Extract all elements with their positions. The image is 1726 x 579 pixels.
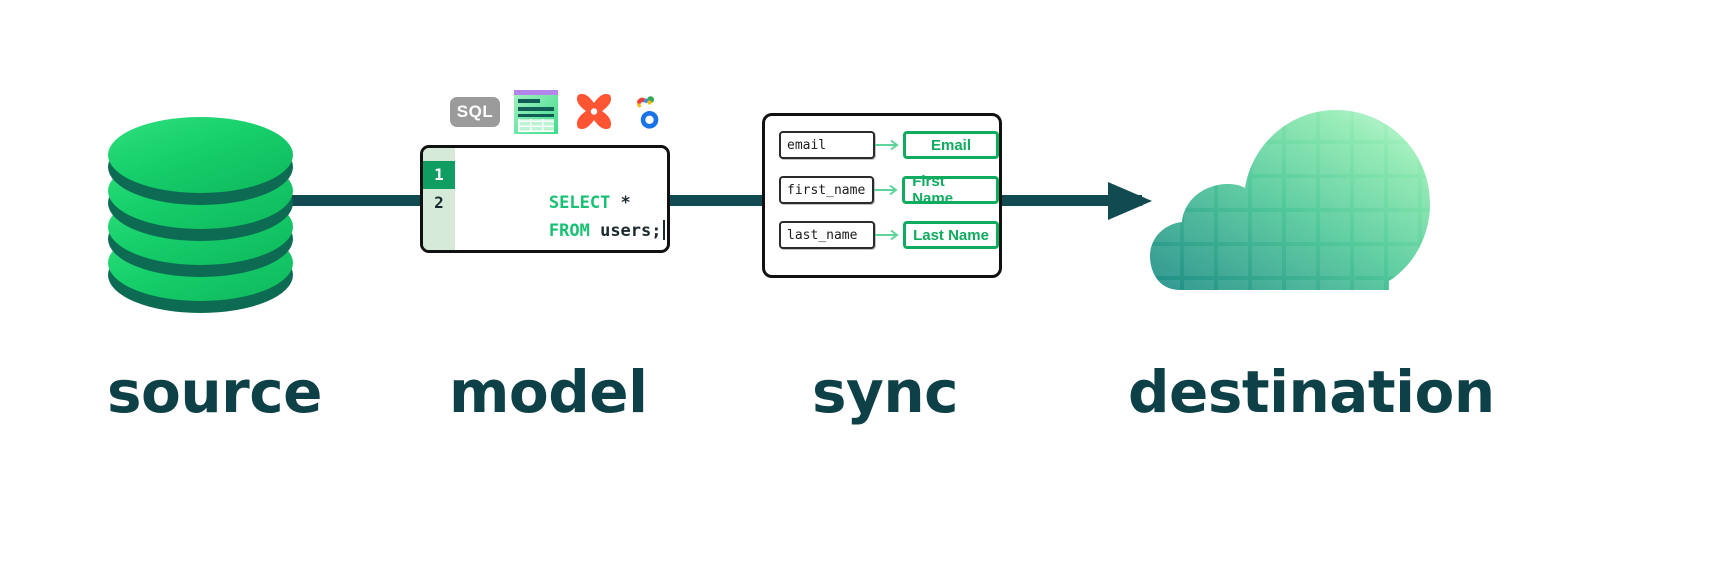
sync-field-mapping-card: email Email first_name First Name last_n… — [762, 113, 1002, 278]
mapping-row: email Email — [779, 130, 999, 160]
sql-expression: users; — [589, 221, 662, 241]
editor-code-area[interactable]: SELECT * FROM users; — [455, 148, 667, 250]
mapping-row: first_name First Name — [779, 173, 999, 207]
source-field-input[interactable]: email — [779, 131, 875, 159]
spreadsheet-row-line — [518, 114, 554, 117]
sql-editor[interactable]: 1 2 SELECT * FROM users; — [420, 145, 670, 253]
connector-model-to-sync — [660, 195, 768, 206]
spreadsheet-grid — [518, 119, 554, 132]
db-disc-top — [108, 117, 293, 193]
caption-source: source — [107, 358, 322, 426]
destination-field-chip[interactable]: Last Name — [903, 221, 999, 249]
sql-expression: * — [610, 193, 631, 213]
x-logo-icon — [576, 93, 612, 130]
sql-icon: SQL — [450, 97, 500, 127]
editor-line-number-gutter: 1 2 — [423, 148, 455, 250]
spreadsheet-row-line — [518, 99, 540, 103]
google-logo-icon — [636, 96, 659, 129]
sql-keyword: FROM — [548, 221, 590, 241]
mapping-arrow-icon — [874, 183, 902, 197]
code-line: FROM users; — [467, 189, 667, 241]
caption-model: model — [449, 358, 648, 426]
line-number: 1 — [423, 161, 455, 189]
cloud-icon — [1150, 110, 1430, 290]
spreadsheet-icon — [514, 90, 558, 134]
model-tool-icons: SQL — [450, 88, 664, 136]
sql-keyword: SELECT — [548, 193, 611, 213]
mapping-arrow-icon — [875, 228, 903, 242]
arrowhead-icon — [1108, 182, 1152, 220]
connector-sync-to-destination — [1002, 195, 1142, 206]
text-caret — [662, 220, 665, 240]
caption-sync: sync — [812, 358, 959, 426]
line-number: 2 — [434, 193, 444, 212]
mapping-arrow-icon — [875, 138, 903, 152]
connector-source-to-model — [286, 195, 426, 206]
spreadsheet-row-line — [518, 107, 554, 111]
destination-field-chip[interactable]: Email — [903, 131, 999, 159]
caption-destination: destination — [1128, 358, 1495, 426]
database-cylinder-icon — [108, 95, 308, 313]
code-line: SELECT * — [467, 161, 667, 213]
mapping-row: last_name Last Name — [779, 220, 999, 250]
source-field-input[interactable]: last_name — [779, 221, 875, 249]
spreadsheet-header-bar — [514, 90, 558, 95]
destination-field-chip[interactable]: First Name — [902, 173, 999, 207]
source-field-input[interactable]: first_name — [779, 176, 875, 204]
